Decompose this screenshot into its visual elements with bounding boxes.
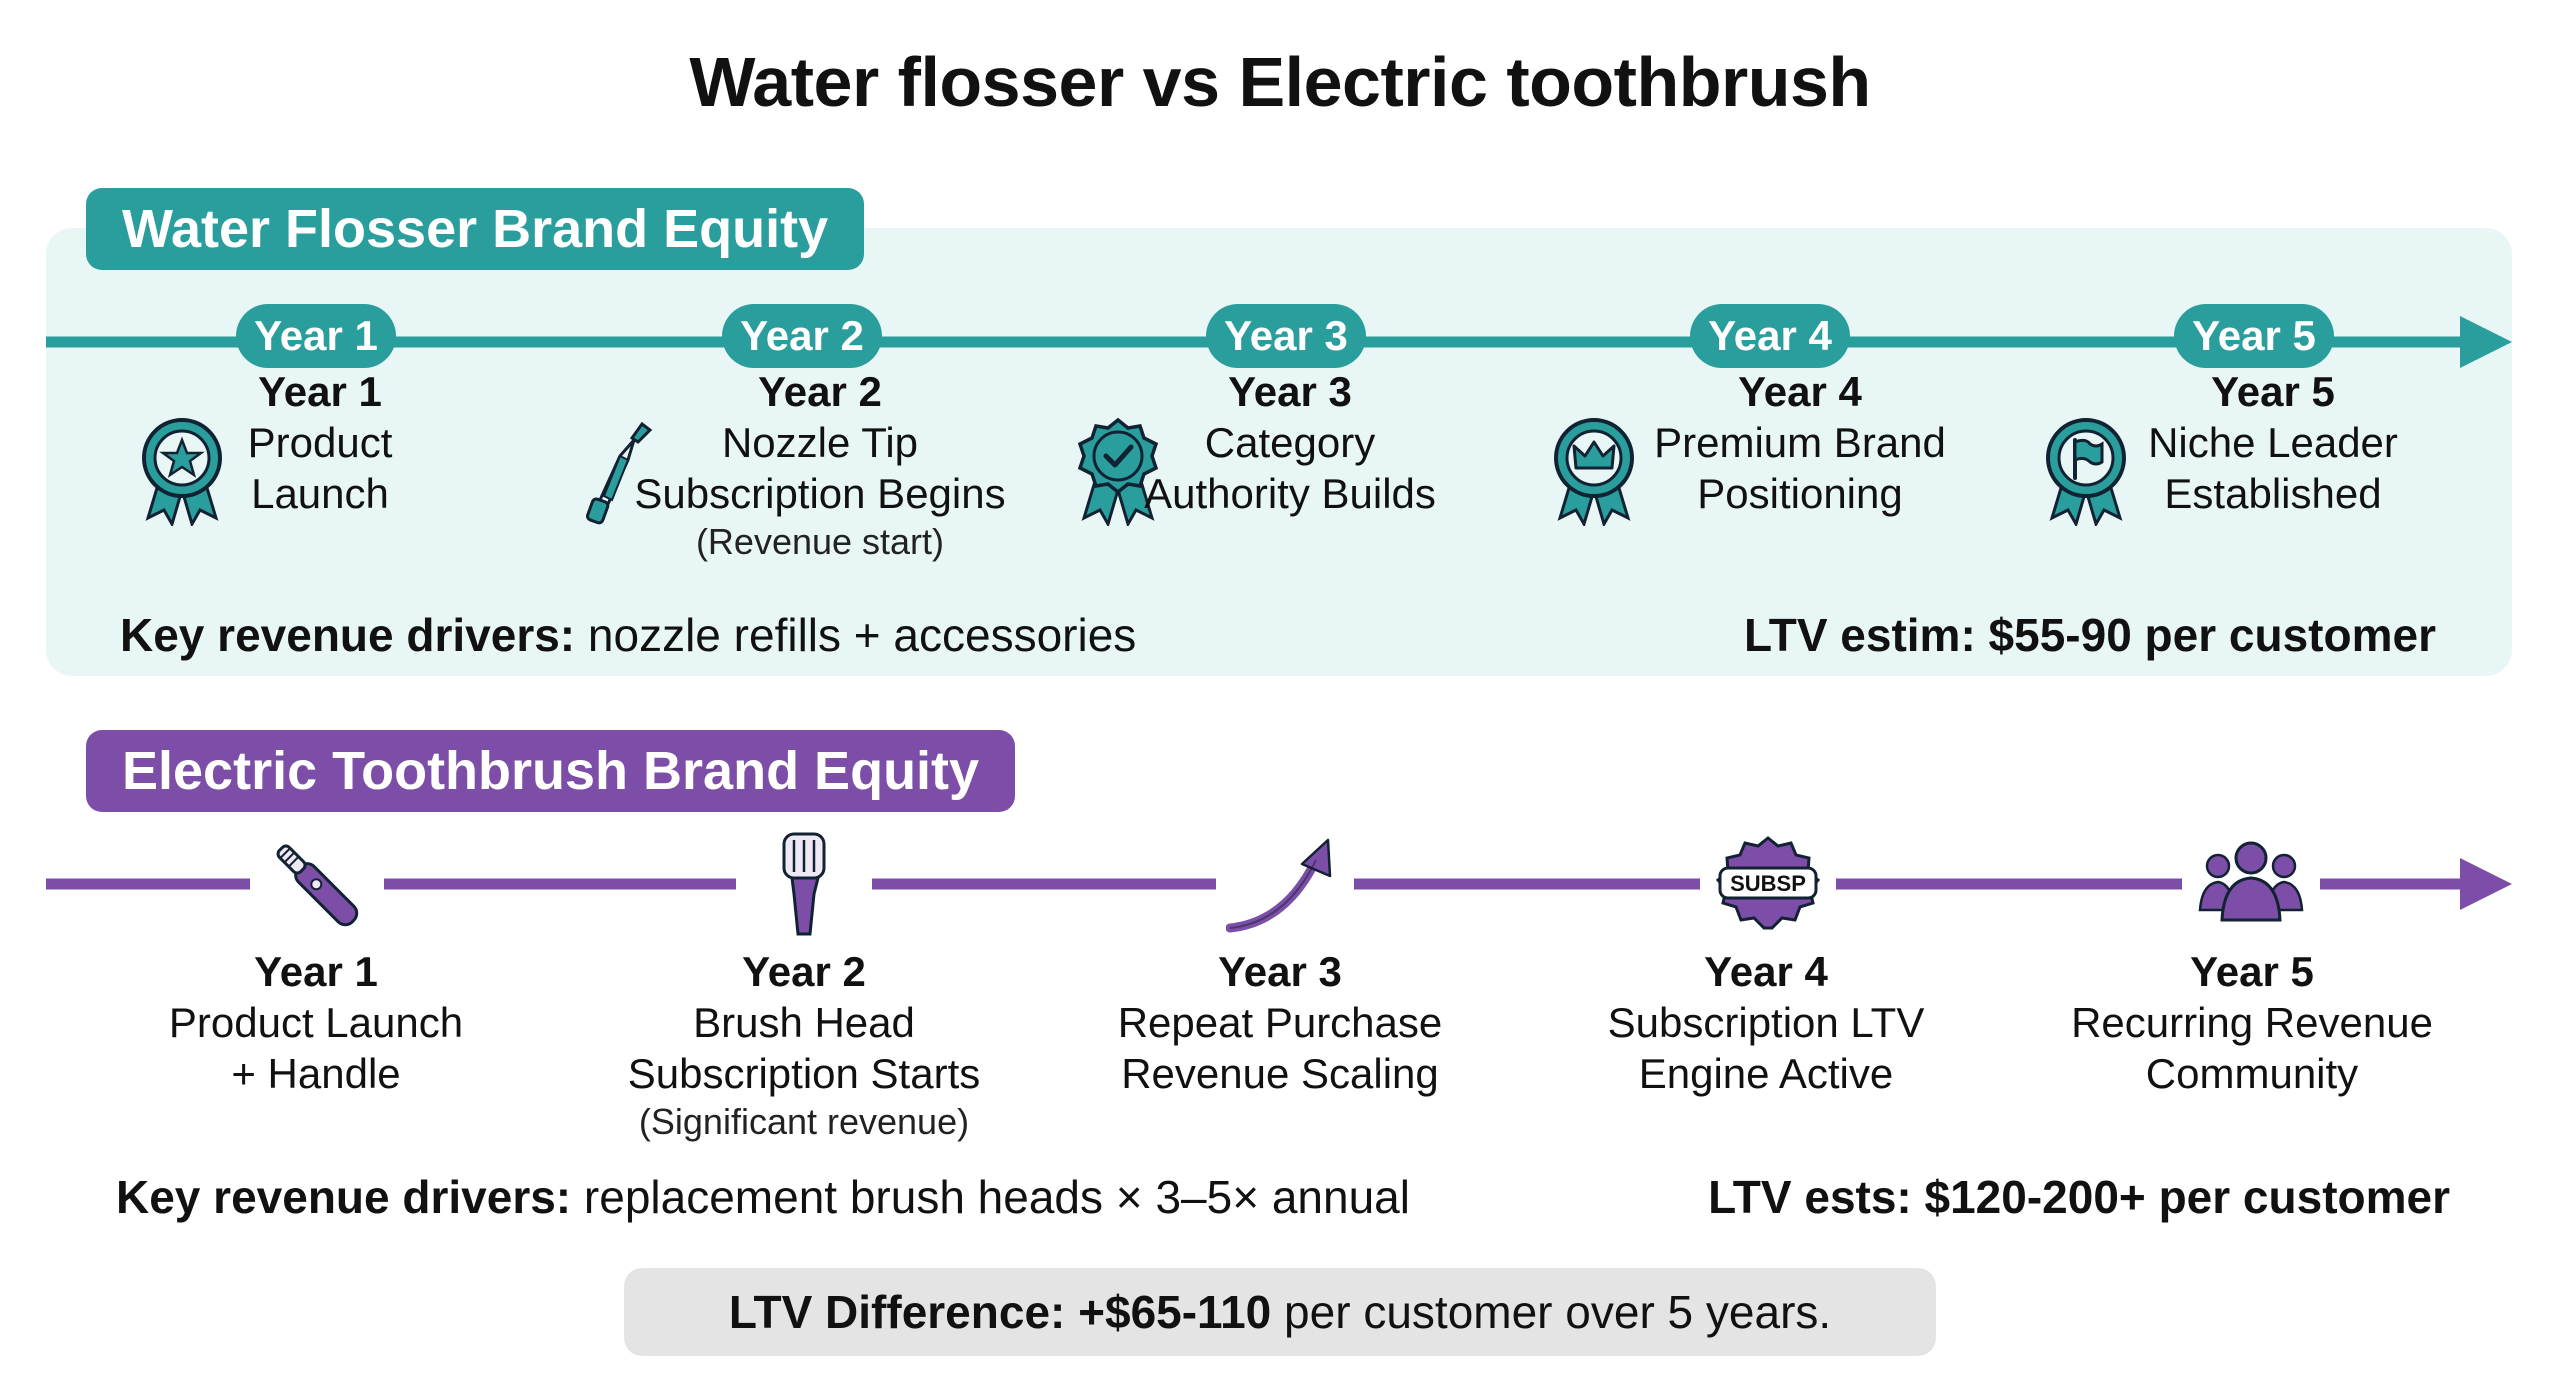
wf-milestone-4: Year 4 Premium Brand Positioning <box>1630 366 1970 519</box>
flag-ribbon-icon <box>2046 418 2126 526</box>
milestone-year: Year 2 <box>758 368 882 415</box>
et-milestone-4: Year 4 Subscription LTV Engine Active <box>1526 946 2006 1099</box>
milestone-year: Year 3 <box>1228 368 1352 415</box>
ltv-difference-label: LTV Difference: +$65-110 <box>728 1286 1272 1338</box>
ltv-difference-text: per customer over 5 years. <box>1271 1286 1832 1338</box>
et-ltv-estimate: LTV ests: $120-200+ per customer <box>1708 1171 2450 1223</box>
et-milestone-5: Year 5 Recurring Revenue Community <box>2012 946 2492 1099</box>
et-milestone-1: Year 1 Product Launch + Handle <box>76 946 556 1099</box>
year-pill-4: Year 4 <box>1690 304 1850 368</box>
et-arrowhead <box>2460 858 2512 910</box>
milestone-desc: Product Launch <box>247 419 393 517</box>
milestone-year: Year 3 <box>1218 948 1342 995</box>
milestone-year: Year 4 <box>1738 368 1862 415</box>
milestone-year: Year 2 <box>742 948 866 995</box>
wf-milestone-1: Year 1 Product Launch <box>220 366 420 519</box>
electric-toothbrush-icon <box>276 844 359 927</box>
milestone-note: (Significant revenue) <box>638 1101 970 1142</box>
award-star-ribbon-icon <box>142 418 222 526</box>
verified-check-badge-icon <box>1077 417 1159 526</box>
wf-ltv-estimate: LTV estim: $55-90 per customer <box>1744 609 2436 661</box>
et-revenue-drivers: Key revenue drivers: replacement brush h… <box>116 1170 1410 1224</box>
milestone-note: (Revenue start) <box>695 521 945 562</box>
milestone-year: Year 5 <box>2190 948 2314 995</box>
electric-toothbrush-timeline <box>46 858 2512 910</box>
milestone-desc: Premium Brand Positioning <box>1654 419 1946 517</box>
drivers-label: Key revenue drivers: <box>116 1171 572 1223</box>
milestone-year: Year 5 <box>2211 368 2335 415</box>
page-title: Water flosser vs Electric toothbrush <box>689 43 1871 121</box>
subsp-badge-text: SUBSP <box>1730 871 1806 896</box>
subsp-badge-icon: SUBSP <box>1715 836 1821 930</box>
milestone-year: Year 1 <box>254 948 378 995</box>
wf-revenue-drivers: Key revenue drivers: nozzle refills + ac… <box>120 608 1136 662</box>
wf-milestone-5: Year 5 Niche Leader Established <box>2128 366 2418 519</box>
milestone-desc: Recurring Revenue Community <box>2071 999 2433 1097</box>
ltv-difference-box: LTV Difference: +$65-110 per customer ov… <box>624 1268 1936 1356</box>
year-pill-2: Year 2 <box>722 304 882 368</box>
flosser-nozzle-icon <box>586 421 653 525</box>
milestone-year: Year 1 <box>258 368 382 415</box>
milestone-desc: Repeat Purchase Revenue Scaling <box>1117 999 1443 1097</box>
growth-arrow-icon <box>1226 838 1332 933</box>
brush-head-icon <box>782 832 826 936</box>
milestone-year: Year 4 <box>1704 948 1828 995</box>
electric-toothbrush-heading: Electric Toothbrush Brand Equity <box>86 730 1016 812</box>
milestone-desc: Nozzle Tip Subscription Begins <box>634 419 1006 517</box>
year-pill-5: Year 5 <box>2174 304 2334 368</box>
milestone-desc: Brush Head Subscription Starts <box>627 999 981 1097</box>
wf-milestone-3: Year 3 Category Authority Builds <box>1120 366 1460 519</box>
drivers-label: Key revenue drivers: <box>120 609 576 661</box>
milestone-desc: Niche Leader Established <box>2148 419 2398 517</box>
wf-arrowhead <box>2460 316 2512 368</box>
water-flosser-heading: Water Flosser Brand Equity <box>86 188 865 270</box>
drivers-text: replacement brush heads × 3–5× annual <box>571 1171 1410 1223</box>
crown-ribbon-icon <box>1554 418 1634 526</box>
community-people-icon <box>2198 841 2304 922</box>
year-pill-3: Year 3 <box>1206 304 1366 368</box>
et-milestone-2: Year 2 Brush Head Subscription Starts (S… <box>564 946 1044 1145</box>
year-pill-1: Year 1 <box>236 304 396 368</box>
milestone-desc: Subscription LTV Engine Active <box>1607 999 1925 1097</box>
drivers-text: nozzle refills + accessories <box>575 609 1137 661</box>
milestone-desc: Category Authority Builds <box>1144 419 1436 517</box>
wf-milestone-2: Year 2 Nozzle Tip Subscription Begins (R… <box>630 366 1010 565</box>
et-milestone-3: Year 3 Repeat Purchase Revenue Scaling <box>1040 946 1520 1099</box>
milestone-desc: Product Launch + Handle <box>168 999 464 1097</box>
